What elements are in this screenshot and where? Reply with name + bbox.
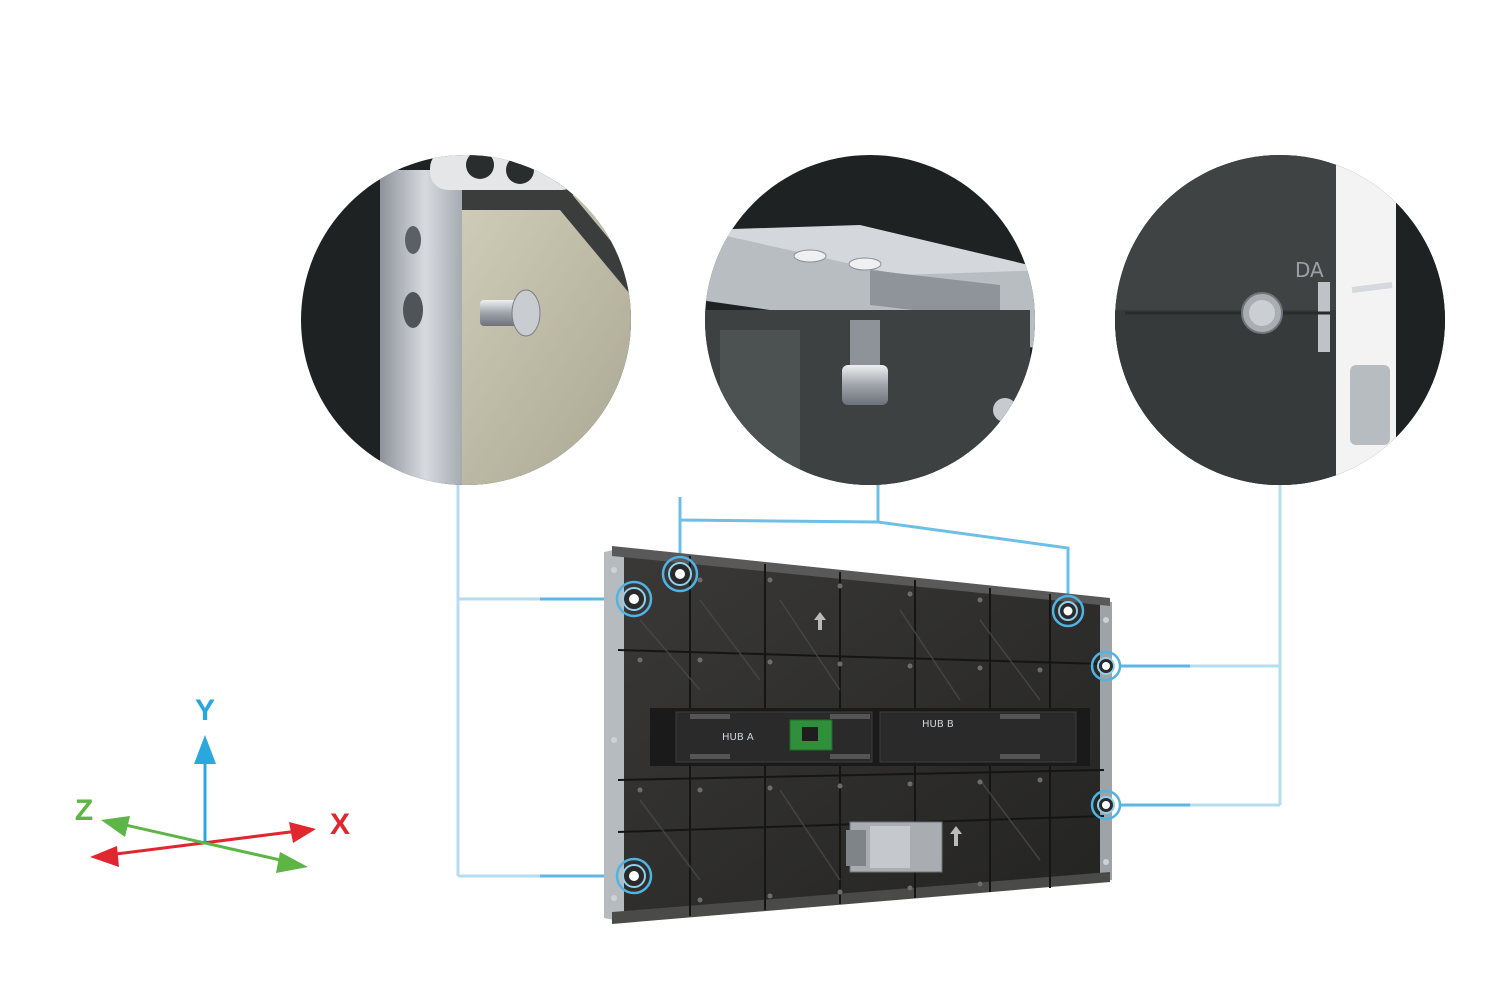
right-detail-text: DA bbox=[1295, 258, 1324, 282]
cabinet-top-frame bbox=[612, 546, 1110, 606]
locating-pin-left-top bbox=[615, 580, 653, 618]
brace-hatching bbox=[639, 599, 1041, 881]
z-axis-arrowhead-positive bbox=[276, 852, 308, 873]
detail-view-left bbox=[301, 155, 631, 485]
up-arrow-marking bbox=[814, 612, 826, 630]
receiving-card-chip bbox=[802, 727, 818, 741]
locating-pin-top-left bbox=[661, 555, 699, 593]
locating-pin-top-right bbox=[1051, 594, 1085, 628]
y-axis-label: Y bbox=[195, 694, 215, 727]
z-axis-line bbox=[111, 820, 299, 866]
locating-pin-detail-middle bbox=[842, 365, 888, 405]
hub-board-a bbox=[675, 711, 873, 763]
hub-connectors bbox=[690, 714, 1040, 759]
x-axis-arrowhead-positive bbox=[289, 822, 316, 843]
x-axis-arrowhead-negative bbox=[90, 846, 119, 867]
cabinet-left-frame bbox=[604, 548, 624, 922]
detail-view-middle bbox=[705, 155, 1035, 485]
led-cabinet-rear: HUB A HUB B bbox=[604, 546, 1122, 924]
z-axis-label: Z bbox=[75, 794, 93, 827]
locating-pin-right-bottom bbox=[1090, 789, 1122, 821]
x-axis-label: X bbox=[330, 808, 350, 841]
power-supply-top bbox=[870, 826, 910, 868]
z-axis-arrowhead-negative bbox=[101, 816, 130, 837]
locating-pin-left-bottom bbox=[615, 857, 653, 895]
y-axis-arrowhead bbox=[194, 735, 216, 764]
hub-b-label: HUB B bbox=[922, 719, 954, 730]
hub-board-b bbox=[879, 711, 1077, 763]
hub-a-label: HUB A bbox=[722, 732, 754, 743]
frame-bolts bbox=[611, 567, 1109, 901]
cabinet-bottom-frame bbox=[612, 872, 1110, 924]
axis-gizmo: Y X Z bbox=[75, 694, 350, 873]
screw-dots bbox=[637, 577, 1043, 903]
locating-pin-right-top bbox=[1090, 650, 1122, 682]
detail-view-right: DA bbox=[1115, 155, 1445, 485]
cabinet-right-frame bbox=[1100, 600, 1112, 882]
up-arrow-marking-lower bbox=[950, 826, 962, 846]
power-supply-side bbox=[846, 830, 866, 866]
